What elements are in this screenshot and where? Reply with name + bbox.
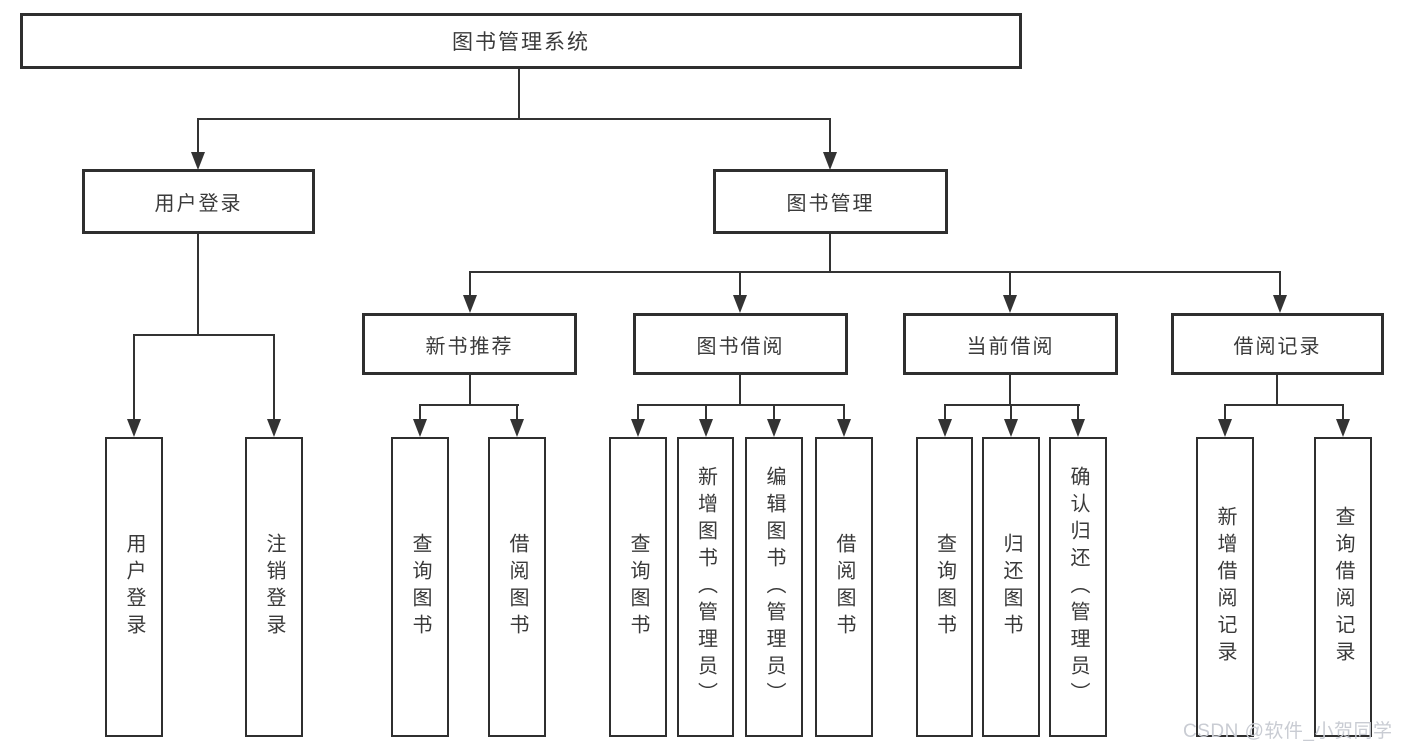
connector-line xyxy=(773,405,775,420)
node-root-label: 图书管理系统 xyxy=(452,31,590,54)
node-add-borrow-record-label: 新增借阅记录 xyxy=(1214,506,1236,668)
connector-line xyxy=(944,405,946,420)
connector-line xyxy=(419,405,421,420)
arrowhead-down-icon xyxy=(1273,295,1287,313)
connector-line xyxy=(637,404,845,406)
node-query-books-recommend-label: 查询图书 xyxy=(409,533,431,641)
arrowhead-down-icon xyxy=(938,419,952,437)
connector-line xyxy=(1342,405,1344,420)
node-query-books-current-label: 查询图书 xyxy=(933,533,956,641)
csdn-watermark: CSDN @软件_小贺同学 xyxy=(1183,721,1393,742)
connector-line xyxy=(829,119,831,155)
node-borrow-records-label: 借阅记录 xyxy=(1233,335,1322,358)
connector-line xyxy=(843,405,845,420)
connector-line xyxy=(1224,405,1226,420)
node-user-login-action: 用户登录 xyxy=(105,437,163,737)
arrowhead-down-icon xyxy=(267,419,281,437)
connector-line xyxy=(419,404,519,406)
connector-line xyxy=(1224,404,1344,406)
node-add-books-admin: 新增图书（管理员） xyxy=(677,437,734,737)
arrowhead-down-icon xyxy=(631,419,645,437)
node-root: 图书管理系统 xyxy=(20,13,1022,69)
node-borrow-records: 借阅记录 xyxy=(1171,313,1384,375)
node-borrow-books: 借阅图书 xyxy=(815,437,873,737)
node-edit-books-admin-label: 编辑图书（管理员） xyxy=(763,465,785,709)
node-query-books-borrow-label: 查询图书 xyxy=(627,533,649,641)
connector-line xyxy=(1009,375,1011,405)
node-user-login-action-label: 用户登录 xyxy=(123,533,145,641)
connector-line xyxy=(1010,405,1012,420)
connector-line xyxy=(469,271,1281,273)
connector-line xyxy=(469,272,471,296)
node-return-books-label: 归还图书 xyxy=(1000,533,1022,641)
node-query-borrow-record: 查询借阅记录 xyxy=(1314,437,1372,737)
node-confirm-return-admin: 确认归还（管理员） xyxy=(1049,437,1107,737)
arrowhead-down-icon xyxy=(1003,295,1017,313)
node-logout-action: 注销登录 xyxy=(245,437,303,737)
node-new-book-recommend-label: 新书推荐 xyxy=(425,335,514,358)
arrowhead-down-icon xyxy=(127,419,141,437)
node-book-management-label: 图书管理 xyxy=(786,193,875,215)
arrowhead-down-icon xyxy=(1336,419,1350,437)
node-edit-books-admin: 编辑图书（管理员） xyxy=(745,437,803,737)
connector-line xyxy=(197,234,199,335)
node-return-books: 归还图书 xyxy=(982,437,1040,737)
node-query-books-borrow: 查询图书 xyxy=(609,437,667,737)
node-logout-action-label: 注销登录 xyxy=(263,533,285,641)
connector-line xyxy=(1276,375,1278,405)
connector-line xyxy=(739,375,741,405)
connector-line xyxy=(637,405,639,420)
node-current-borrow: 当前借阅 xyxy=(903,313,1118,375)
node-add-borrow-record: 新增借阅记录 xyxy=(1196,437,1254,737)
connector-line xyxy=(516,405,518,420)
connector-line xyxy=(197,119,199,155)
connector-line xyxy=(518,69,520,119)
connector-line xyxy=(1009,272,1011,296)
node-current-borrow-label: 当前借阅 xyxy=(966,335,1055,358)
node-confirm-return-admin-label: 确认归还（管理员） xyxy=(1067,465,1089,709)
arrowhead-down-icon xyxy=(733,295,747,313)
arrowhead-down-icon xyxy=(1218,419,1232,437)
connector-line xyxy=(133,334,275,336)
arrowhead-down-icon xyxy=(510,419,524,437)
node-user-login-label: 用户登录 xyxy=(154,193,243,215)
node-book-management: 图书管理 xyxy=(713,169,948,234)
arrowhead-down-icon xyxy=(767,419,781,437)
node-query-books-recommend: 查询图书 xyxy=(391,437,449,737)
connector-line xyxy=(1279,272,1281,296)
connector-line xyxy=(469,375,471,405)
arrowhead-down-icon xyxy=(463,295,477,313)
connector-line xyxy=(739,272,741,296)
arrowhead-down-icon xyxy=(837,419,851,437)
arrowhead-down-icon xyxy=(191,152,205,170)
node-book-borrow-label: 图书借阅 xyxy=(696,335,785,358)
arrowhead-down-icon xyxy=(1004,419,1018,437)
arrowhead-down-icon xyxy=(413,419,427,437)
arrowhead-down-icon xyxy=(699,419,713,437)
node-new-book-recommend: 新书推荐 xyxy=(362,313,577,375)
node-borrow-books-recommend: 借阅图书 xyxy=(488,437,546,737)
connector-line xyxy=(273,335,275,420)
connector-line xyxy=(197,118,831,120)
node-user-login: 用户登录 xyxy=(82,169,315,234)
node-query-books-current: 查询图书 xyxy=(916,437,973,737)
arrowhead-down-icon xyxy=(1071,419,1085,437)
node-book-borrow: 图书借阅 xyxy=(633,313,848,375)
node-borrow-books-label: 借阅图书 xyxy=(833,533,855,641)
connector-line xyxy=(1077,405,1079,420)
arrowhead-down-icon xyxy=(823,152,837,170)
node-query-borrow-record-label: 查询借阅记录 xyxy=(1332,506,1354,668)
node-add-books-admin-label: 新增图书（管理员） xyxy=(694,465,717,709)
connector-line xyxy=(705,405,707,420)
connector-line xyxy=(944,404,1080,406)
connector-line xyxy=(829,234,831,273)
connector-line xyxy=(133,335,135,420)
node-borrow-books-recommend-label: 借阅图书 xyxy=(506,533,528,641)
